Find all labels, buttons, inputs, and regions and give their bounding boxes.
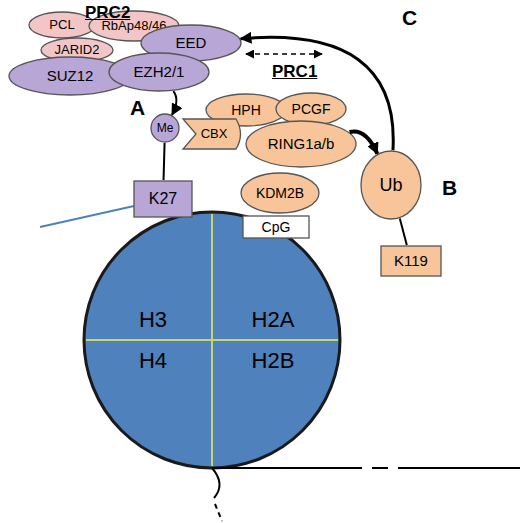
node-text: KDM2B — [256, 186, 304, 201]
shape-fill — [243, 216, 309, 238]
node-text: JARID2 — [55, 43, 100, 57]
node-text: Me — [157, 122, 174, 135]
node-text: Ub — [379, 176, 402, 195]
shape-fill — [183, 119, 241, 149]
dna-strand — [398, 467, 520, 469]
histone-tail — [40, 206, 134, 227]
shape-fill — [241, 173, 319, 213]
protein-shape: CBX — [182, 118, 246, 150]
callout-letter: C — [402, 6, 417, 30]
shape-fill — [276, 93, 346, 125]
node-text: RING1a/b — [268, 136, 335, 152]
quadrant-divider — [86, 339, 338, 341]
histone-quadrant: H2B — [238, 346, 308, 376]
dna-strand — [215, 504, 222, 521]
dna-strand — [212, 467, 362, 469]
histone-quadrant: H4 — [118, 346, 188, 376]
histone-quadrant: H2A — [238, 305, 308, 335]
complex-title: PRC1 — [272, 62, 317, 82]
complex-title: PRC2 — [85, 3, 130, 23]
link-line — [400, 219, 407, 245]
node-text: HPH — [231, 103, 261, 118]
link-line — [164, 143, 165, 180]
shape-fill — [151, 114, 179, 142]
node-text: H3 — [139, 308, 167, 331]
shape-fill — [246, 121, 356, 167]
histone-quadrant: H3 — [118, 305, 188, 335]
shape-fill — [381, 246, 441, 276]
protein-shape: EZH2/1 — [108, 52, 210, 92]
protein-shape: Me — [150, 113, 180, 143]
shape-fill — [361, 151, 421, 219]
shape-fill — [134, 181, 192, 217]
protein-shape: KDM2B — [240, 172, 320, 214]
protein-shape: RING1a/b — [245, 120, 357, 168]
residue-box: K27 — [133, 180, 193, 218]
nucleosome-core — [84, 212, 340, 468]
callout-letter: B — [442, 176, 457, 200]
dashed-interaction-arrow — [246, 53, 322, 55]
shape-fill — [109, 53, 209, 91]
node-text: SUZ12 — [47, 68, 94, 84]
node-text: PCL — [49, 18, 74, 32]
node-text: H4 — [139, 349, 167, 372]
protein-shape: Ub — [360, 150, 422, 220]
node-text: H2A — [252, 308, 295, 331]
node-text: EED — [176, 35, 207, 51]
node-text: CpG — [262, 220, 291, 235]
dna-strand — [212, 468, 220, 498]
callout-letter: A — [130, 96, 145, 120]
node-text: H2B — [252, 349, 295, 372]
residue-box: CpG — [242, 215, 310, 239]
node-text: K119 — [394, 253, 428, 269]
node-text: EZH2/1 — [134, 64, 185, 80]
node-text: CBX — [201, 127, 228, 141]
node-text: K27 — [149, 191, 177, 208]
dna-strand — [372, 467, 388, 469]
node-text: PCGF — [292, 102, 331, 117]
residue-box: K119 — [380, 245, 442, 277]
process-arrow — [172, 91, 176, 115]
